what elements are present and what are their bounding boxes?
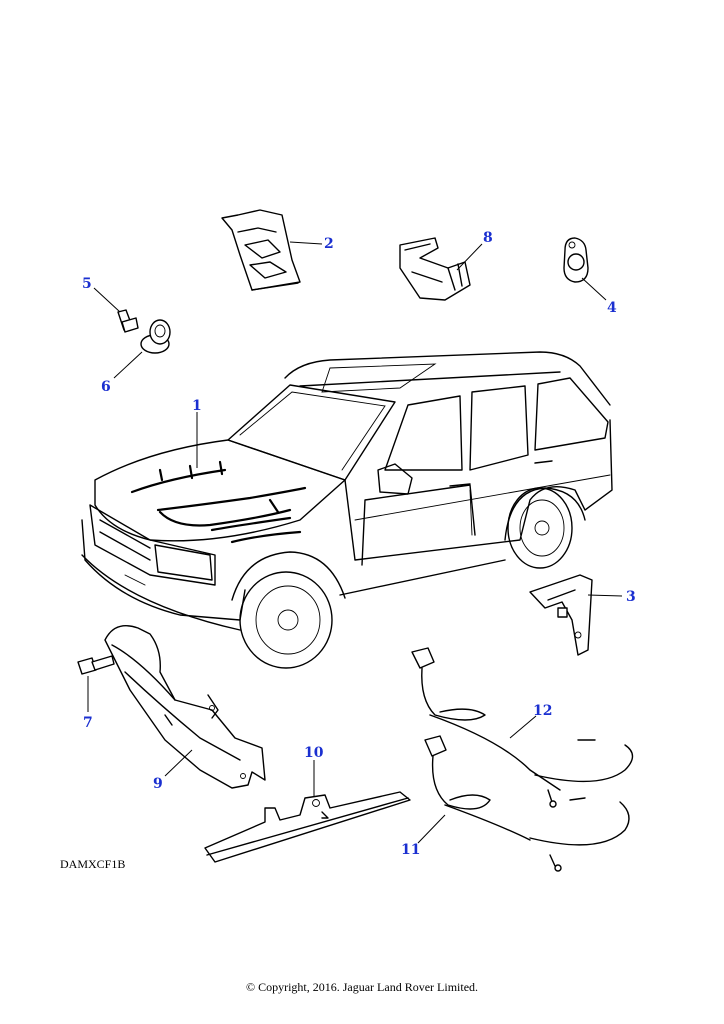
callout-6: 6 <box>101 379 111 395</box>
part-3-bracket <box>529 574 593 656</box>
part-5-bolt <box>117 309 139 333</box>
copyright-notice: © Copyright, 2016. Jaguar Land Rover Lim… <box>245 980 479 994</box>
callout-10: 10 <box>304 745 324 761</box>
callout-7: 7 <box>83 715 93 731</box>
drawing-code: DAMXCF1B <box>60 857 125 871</box>
part-2-cover <box>221 209 301 291</box>
vehicle-drawing <box>81 351 613 669</box>
part-8-clip <box>399 237 471 301</box>
part-10-strip <box>204 791 411 863</box>
callout-9: 9 <box>153 776 163 792</box>
part-7-bolt <box>77 655 115 675</box>
callout-2: 2 <box>324 236 334 252</box>
part-4-p-clip <box>563 237 589 283</box>
callout-4: 4 <box>607 300 617 316</box>
part-11-cable <box>424 735 630 872</box>
part-12-cable <box>411 647 634 808</box>
part-9-heat-shield <box>104 625 266 789</box>
engine-harness <box>130 460 307 544</box>
part-6-grommet <box>140 319 171 354</box>
callout-3: 3 <box>626 589 636 605</box>
callout-5: 5 <box>82 276 92 292</box>
callout-11: 11 <box>401 842 420 858</box>
callout-1: 1 <box>192 398 202 414</box>
callout-8: 8 <box>483 230 493 246</box>
leader-lines <box>87 241 623 844</box>
callout-labels: 1 2 3 4 5 6 7 8 9 10 11 12 <box>82 230 636 858</box>
callout-12: 12 <box>533 703 552 719</box>
